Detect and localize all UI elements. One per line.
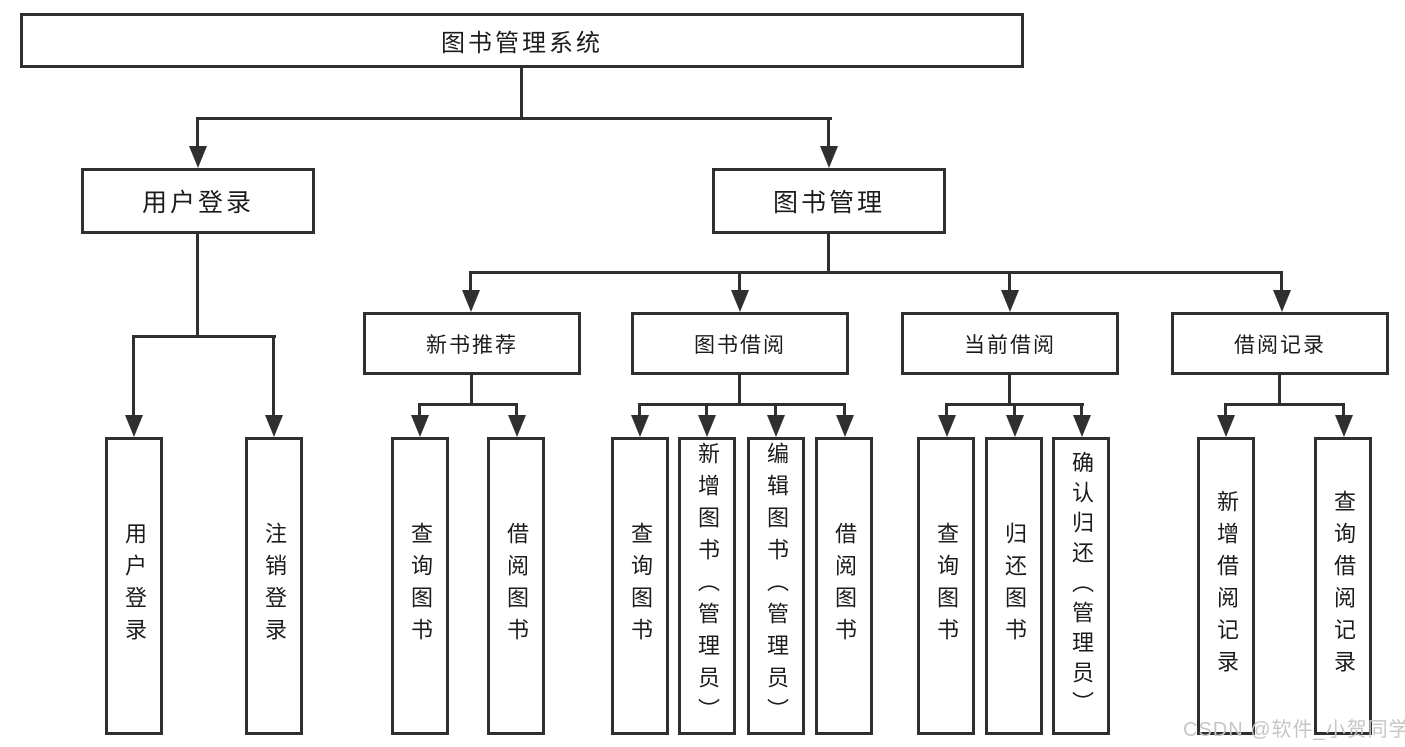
connector-drop-leaf bbox=[132, 335, 135, 418]
connector-book-management-rail bbox=[469, 271, 1283, 274]
connector-book-management-stem bbox=[827, 234, 830, 274]
arrowhead-icon bbox=[265, 415, 283, 437]
node-label: 确认归还（管理员） bbox=[1069, 451, 1094, 721]
watermark-text: CSDN @软件_小贺同学 bbox=[1183, 719, 1405, 741]
arrowhead-icon bbox=[820, 146, 838, 168]
connector-borrowing-records-rail bbox=[1224, 403, 1345, 406]
leaf-query-borrow-record: 查询借阅记录 bbox=[1314, 437, 1372, 735]
node-book-borrowing: 图书借阅 bbox=[631, 312, 849, 375]
connector-book-borrowing-stem bbox=[738, 375, 741, 406]
leaf-add-borrow-record: 新增借阅记录 bbox=[1197, 437, 1255, 735]
connector-drop-leaf bbox=[1342, 403, 1345, 417]
arrowhead-icon bbox=[938, 415, 956, 437]
node-library-management-system: 图书管理系统 bbox=[20, 13, 1024, 68]
node-label: 图书借阅 bbox=[694, 333, 786, 357]
connector-drop-level3 bbox=[469, 271, 472, 295]
leaf-edit-book-admin: 编辑图书（管理员） bbox=[747, 437, 805, 735]
arrowhead-icon bbox=[1006, 415, 1024, 437]
connector-drop-user-login bbox=[196, 117, 199, 151]
connector-drop-leaf bbox=[1013, 403, 1016, 417]
arrowhead-icon bbox=[1273, 290, 1291, 312]
arrowhead-icon bbox=[1217, 415, 1235, 437]
connector-drop-leaf bbox=[1080, 403, 1083, 417]
node-label: 借阅图书 bbox=[504, 522, 529, 650]
node-label: 查询图书 bbox=[934, 522, 959, 650]
arrowhead-icon bbox=[125, 415, 143, 437]
leaf-borrow-books-borrowing: 借阅图书 bbox=[815, 437, 873, 735]
leaf-query-books-current: 查询图书 bbox=[917, 437, 975, 735]
connector-drop-leaf bbox=[945, 403, 948, 417]
connector-drop-leaf bbox=[843, 403, 846, 417]
node-book-management: 图书管理 bbox=[712, 168, 946, 234]
leaf-add-book-admin: 新增图书（管理员） bbox=[678, 437, 736, 735]
arrowhead-icon bbox=[189, 146, 207, 168]
arrowhead-icon bbox=[1073, 415, 1091, 437]
leaf-query-books-recommend: 查询图书 bbox=[391, 437, 449, 735]
connector-new-book-stem bbox=[470, 375, 473, 406]
connector-drop-leaf bbox=[272, 335, 275, 418]
connector-drop-level3 bbox=[1008, 271, 1011, 295]
arrowhead-icon bbox=[767, 415, 785, 437]
connector-drop-level3 bbox=[1280, 271, 1283, 295]
connector-drop-level3 bbox=[738, 271, 741, 295]
node-label: 新增图书（管理员） bbox=[695, 442, 720, 730]
leaf-user-login: 用户登录 bbox=[105, 437, 163, 735]
node-label: 新书推荐 bbox=[426, 333, 518, 357]
connector-user-login-stem bbox=[196, 234, 199, 338]
node-new-book-recommendation: 新书推荐 bbox=[363, 312, 581, 375]
connector-user-login-rail bbox=[132, 335, 276, 338]
node-label: 查询图书 bbox=[408, 522, 433, 650]
leaf-return-books: 归还图书 bbox=[985, 437, 1043, 735]
arrowhead-icon bbox=[411, 415, 429, 437]
arrowhead-icon bbox=[1001, 290, 1019, 312]
node-borrowing-records: 借阅记录 bbox=[1171, 312, 1389, 375]
node-user-login: 用户登录 bbox=[81, 168, 315, 234]
arrowhead-icon bbox=[836, 415, 854, 437]
connector-drop-leaf bbox=[1224, 403, 1227, 417]
connector-drop-leaf bbox=[638, 403, 641, 417]
arrowhead-icon bbox=[631, 415, 649, 437]
arrowhead-icon bbox=[508, 415, 526, 437]
connector-new-book-rail bbox=[418, 403, 518, 406]
node-label: 用户登录 bbox=[122, 522, 147, 650]
connector-drop-leaf bbox=[515, 403, 518, 417]
leaf-confirm-return-admin: 确认归还（管理员） bbox=[1052, 437, 1110, 735]
arrowhead-icon bbox=[462, 290, 480, 312]
node-label: 借阅图书 bbox=[832, 522, 857, 650]
node-label: 图书管理 bbox=[772, 189, 885, 217]
arrowhead-icon bbox=[1335, 415, 1353, 437]
connector-borrowing-records-stem bbox=[1278, 375, 1281, 406]
node-label: 编辑图书（管理员） bbox=[764, 442, 789, 730]
leaf-query-books-borrowing: 查询图书 bbox=[611, 437, 669, 735]
node-label: 当前借阅 bbox=[964, 333, 1056, 357]
leaf-logout: 注销登录 bbox=[245, 437, 303, 735]
node-label: 查询借阅记录 bbox=[1331, 490, 1356, 682]
connector-drop-leaf bbox=[705, 403, 708, 417]
arrowhead-icon bbox=[731, 290, 749, 312]
node-label: 归还图书 bbox=[1002, 522, 1027, 650]
node-label: 新增借阅记录 bbox=[1214, 490, 1239, 682]
arrowhead-icon bbox=[698, 415, 716, 437]
node-label: 图书管理系统 bbox=[441, 30, 603, 57]
connector-root-rail bbox=[196, 117, 832, 120]
node-label: 查询图书 bbox=[628, 522, 653, 650]
connector-drop-book-management bbox=[827, 117, 830, 151]
connector-book-borrowing-rail bbox=[638, 403, 846, 406]
connector-drop-leaf bbox=[418, 403, 421, 417]
node-label: 注销登录 bbox=[262, 522, 287, 650]
node-label: 借阅记录 bbox=[1234, 333, 1326, 357]
node-label: 用户登录 bbox=[141, 189, 254, 217]
connector-drop-leaf bbox=[774, 403, 777, 417]
leaf-borrow-books-recommend: 借阅图书 bbox=[487, 437, 545, 735]
connector-current-borrowing-stem bbox=[1008, 375, 1011, 406]
connector-root-stem bbox=[520, 68, 523, 119]
node-current-borrowing: 当前借阅 bbox=[901, 312, 1119, 375]
